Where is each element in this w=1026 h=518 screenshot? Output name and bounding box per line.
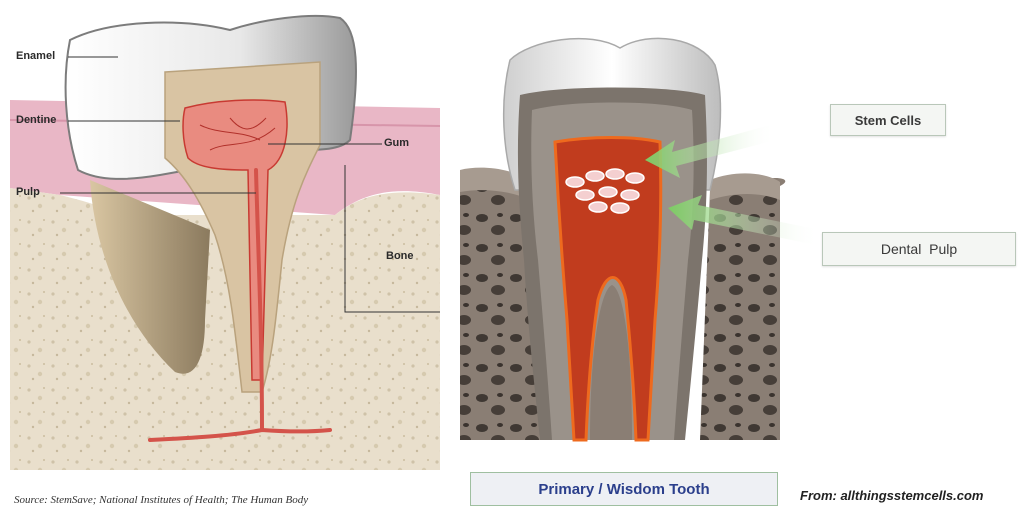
label-dental-pulp: Dental Pulp <box>881 241 957 257</box>
label-enamel: Enamel <box>16 50 55 62</box>
label-dentine: Dentine <box>16 114 56 126</box>
credit-text: From: allthingsstemcells.com <box>800 488 984 503</box>
label-gum: Gum <box>384 137 409 149</box>
caption-text: Primary / Wisdom Tooth <box>538 481 709 498</box>
label-pulp: Pulp <box>16 186 40 198</box>
source-credit: Source: StemSave; National Institutes of… <box>14 494 308 506</box>
right-tooth-diagram: Stem Cells Dental Pulp <box>440 0 1026 518</box>
label-bone: Bone <box>386 250 414 262</box>
left-tooth-diagram: Enamel Dentine Pulp Gum Bone Source: Ste… <box>0 0 440 518</box>
caption-box: Primary / Wisdom Tooth <box>470 472 778 506</box>
dental-pulp-callout: Dental Pulp <box>822 232 1016 266</box>
label-stem-cells: Stem Cells <box>855 113 921 128</box>
left-tooth-illustration <box>0 0 440 518</box>
stem-cells-callout: Stem Cells <box>830 104 946 136</box>
